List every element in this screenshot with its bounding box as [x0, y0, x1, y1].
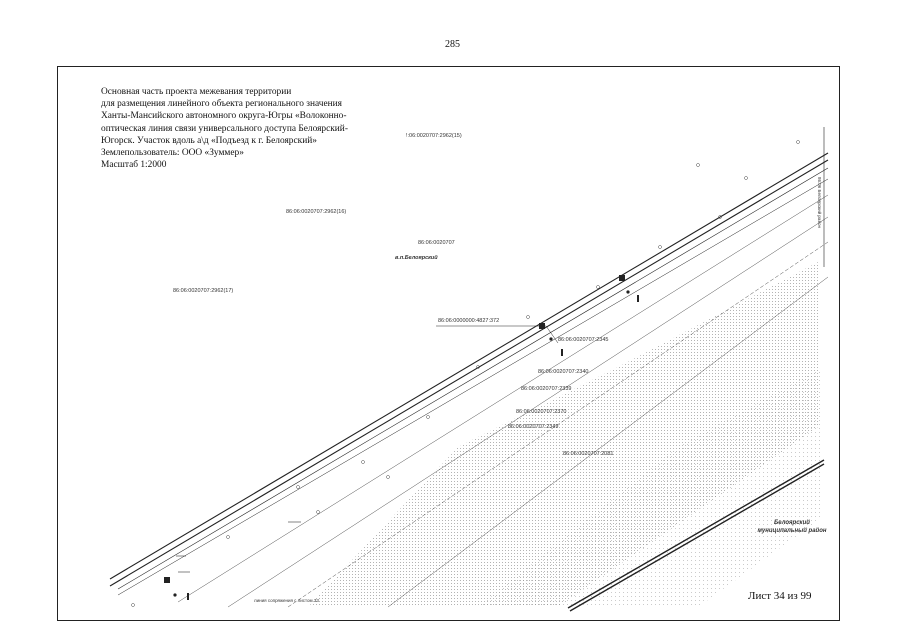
corridor-line [117, 178, 829, 596]
parcel-label: 86:06:0020707:2349 [508, 424, 558, 430]
parcel-label: 86:06:0020707:2962(17) [173, 288, 233, 294]
district-boundary-line [567, 459, 825, 609]
parcel-label: 86:06:0000000:4827:372 [438, 318, 499, 324]
tree-symbol [718, 215, 722, 219]
parcel-label: 86:06:0020707 [418, 240, 455, 246]
tree-symbol [226, 535, 230, 539]
hatched-area-light [478, 367, 823, 607]
road-edge-line [109, 159, 829, 587]
marker-square [619, 275, 625, 281]
node-point [626, 290, 630, 294]
tree-symbol [316, 510, 320, 514]
tree-symbol [696, 163, 700, 167]
edge-note: 86:06 Белоярский район [817, 177, 823, 228]
title-line: Ханты-Мансийского автономного округа-Югр… [101, 111, 347, 122]
tree-symbol [476, 365, 480, 369]
drawing-frame [57, 66, 840, 621]
page-number: 285 [445, 39, 460, 50]
parcel-label: 86:06:0020707:2962(16) [286, 209, 346, 215]
title-line: Югорск. Участок вдоль а\д «Подъезд к г. … [101, 135, 317, 146]
title-line: Землепользователь: ООО «Зуммер» [101, 148, 244, 159]
tree-symbol [296, 485, 300, 489]
marker-bar [637, 295, 639, 302]
hatched-area [308, 262, 818, 607]
title-line: оптическая линия связи универсального до… [101, 123, 348, 134]
marker-square [164, 577, 170, 583]
leader-line [545, 325, 559, 344]
marker-square [539, 323, 545, 329]
marker-bar [187, 593, 189, 600]
title-line: Основная часть проекта межевания террито… [101, 87, 292, 97]
parcel-label: 86:06:0020707:2345 [558, 337, 608, 343]
corridor-line [177, 194, 829, 603]
title-line: для размещения линейного объекта региона… [101, 99, 342, 110]
tree-symbol [361, 460, 365, 464]
tree-symbol [426, 415, 430, 419]
tree-symbol [386, 475, 390, 479]
road-line [117, 167, 829, 590]
node-point [173, 593, 177, 597]
corridor-line [287, 241, 829, 608]
district-label-line-2: муниципальный район [757, 527, 826, 534]
tree-symbol [796, 140, 800, 144]
tree-symbol [526, 315, 530, 319]
road-edge-line [109, 152, 829, 580]
marker-bar [561, 349, 563, 356]
title-block: Основная часть проекта межевания террито… [101, 86, 431, 171]
parcel-label: 86:06:0020707:2340 [538, 369, 588, 375]
border-note: линия сопряжения с листом 33 [254, 598, 319, 603]
cadastral-map: !:06:0020707:2962(15) 86:06:0020707:2962… [109, 127, 829, 612]
settlement-label: в.п.Белоярский [395, 254, 438, 261]
node-point [549, 337, 553, 341]
scale-line: Масштаб 1:2000 [101, 160, 167, 171]
parcel-label: 86:06:0020707:2370 [516, 409, 566, 415]
sheet-label: Лист 34 из 99 [748, 590, 812, 602]
corridor-line [227, 216, 829, 608]
tree-symbol [744, 176, 748, 180]
tree-symbol [658, 245, 662, 249]
corridor-line [387, 276, 829, 608]
parcel-label: 86:06:0020707:2339 [521, 386, 571, 392]
district-label-line-1: Белоярский [774, 519, 810, 526]
tree-symbol [596, 285, 600, 289]
tree-symbol [131, 603, 135, 607]
district-boundary-line [569, 463, 825, 612]
parcel-label: 86:06:0020707:2081 [563, 451, 613, 457]
parcel-label: !:06:0020707:2962(15) [406, 133, 462, 139]
